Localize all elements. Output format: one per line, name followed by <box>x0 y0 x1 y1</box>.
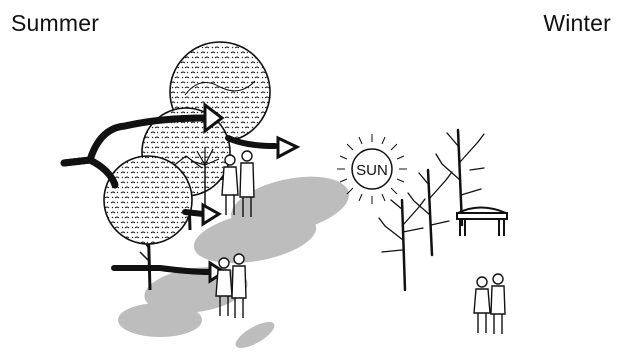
bare-tree-icon <box>436 130 484 225</box>
wind-arrow-middle <box>203 205 219 224</box>
winter-couple <box>474 274 505 334</box>
bare-tree-icon <box>379 199 425 290</box>
winter-scene: SUN <box>337 130 507 334</box>
summer-couple-lower <box>216 254 246 318</box>
wind-arrow-right <box>278 138 297 157</box>
park-bench-icon <box>457 208 507 237</box>
sun-label: SUN <box>356 162 388 179</box>
sun-icon: SUN <box>337 134 407 204</box>
summer-scene <box>64 42 354 353</box>
